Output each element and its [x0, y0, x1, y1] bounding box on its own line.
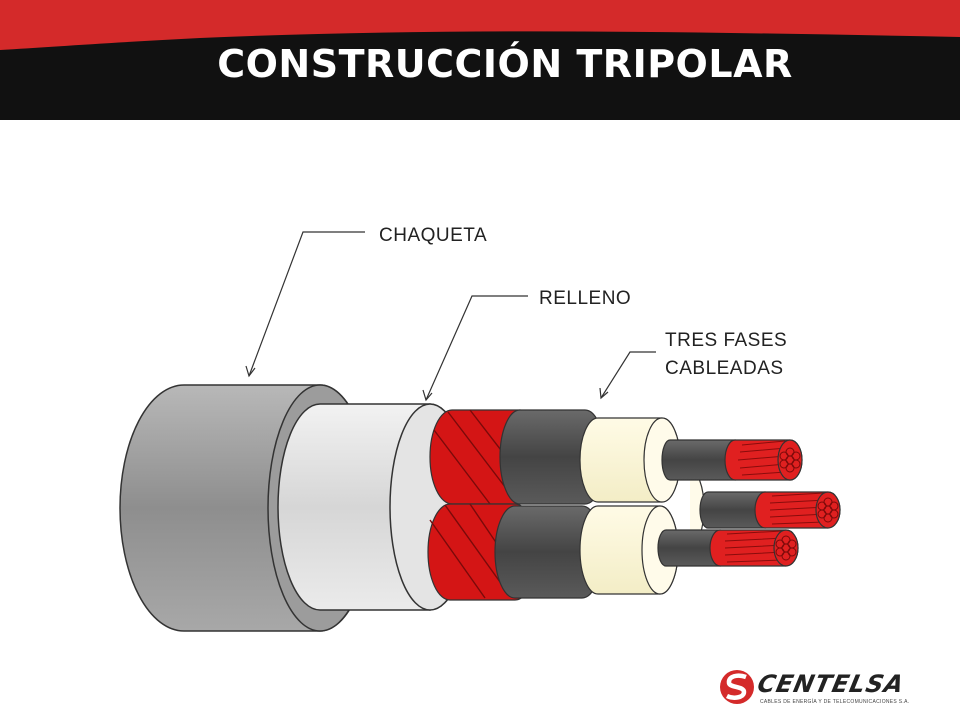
page-title: CONSTRUCCIÓN TRIPOLAR — [217, 42, 793, 86]
conductor-top — [661, 439, 803, 481]
phase-top — [429, 409, 681, 505]
logo-wordmark: CENTELSA — [755, 670, 907, 698]
leader-relleno-arrow — [422, 389, 433, 402]
conductor-bottom — [657, 529, 799, 567]
leader-relleno — [425, 295, 528, 401]
leader-chaqueta-arrow — [245, 365, 256, 378]
header-band — [0, 0, 960, 120]
phase-bottom — [427, 503, 679, 601]
label-three-phases-line2: CABLEADAS — [665, 358, 784, 379]
label-three-phases-line1: TRES FASES — [665, 330, 788, 351]
label-filler: RELLENO — [539, 288, 632, 309]
label-jacket: CHAQUETA — [379, 225, 488, 246]
leader-lines — [245, 231, 656, 402]
conductor-middle — [699, 491, 841, 529]
centelsa-logo: CENTELSA CABLES DE ENERGÍA Y DE TELECOMU… — [718, 668, 909, 708]
logo-tagline: CABLES DE ENERGÍA Y DE TELECOMUNICACIONE… — [760, 699, 910, 705]
leader-fases — [600, 351, 656, 399]
leader-fases-arrow — [599, 387, 609, 400]
leader-chaqueta — [248, 231, 365, 377]
label-three-phases: TRES FASES CABLEADAS — [665, 327, 787, 383]
centelsa-s-logo-icon — [720, 670, 754, 704]
